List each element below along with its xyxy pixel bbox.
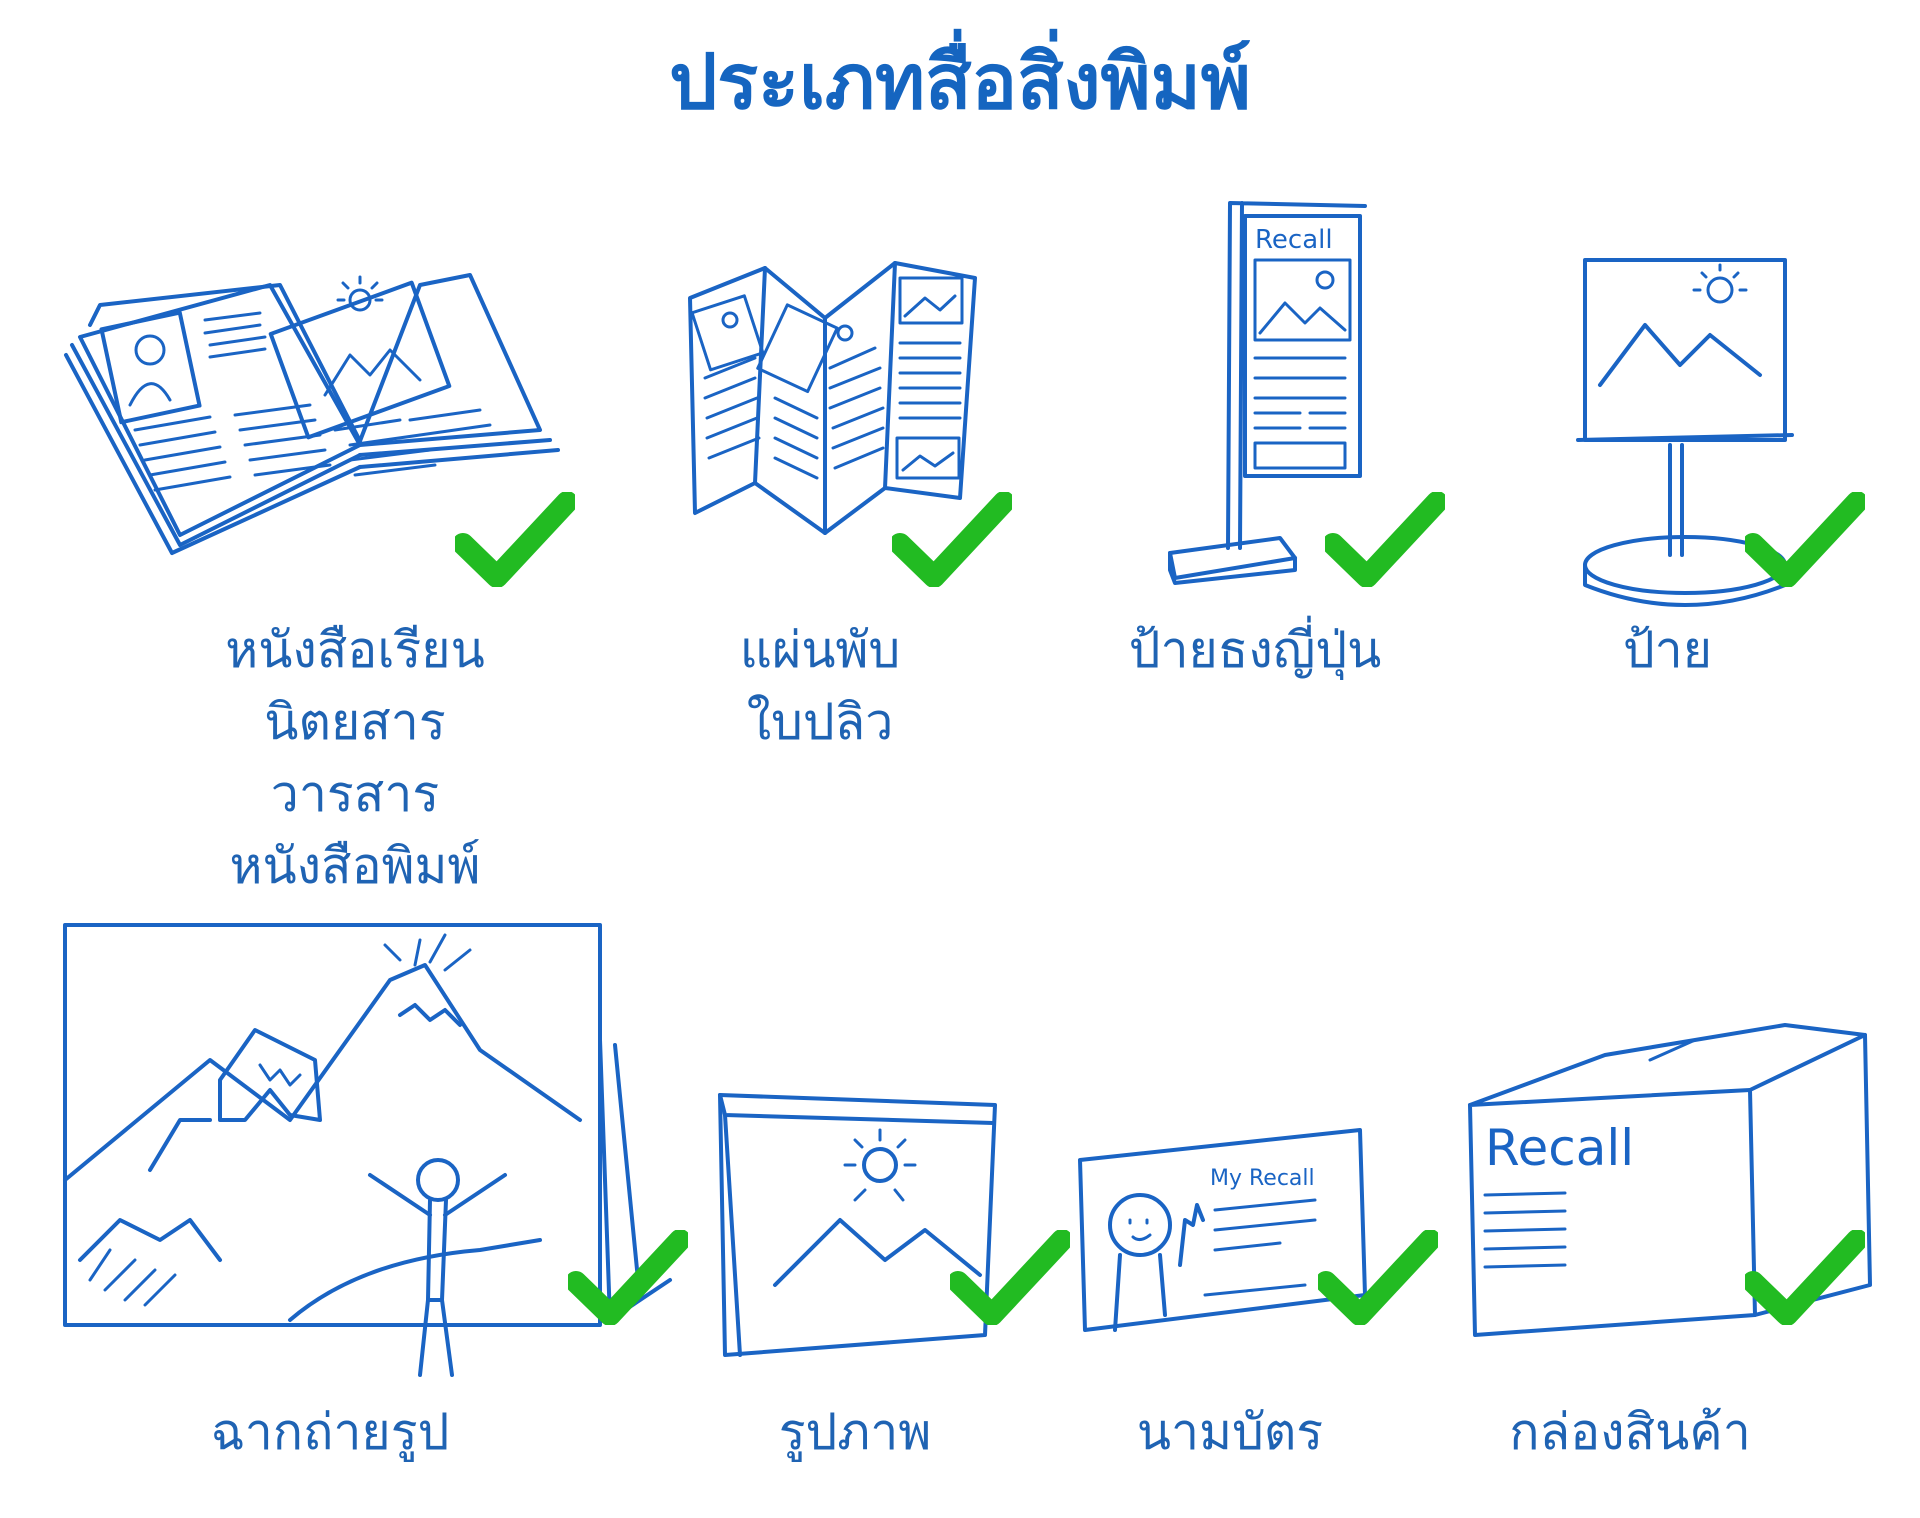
photo-backdrop-icon: [63, 923, 672, 1377]
page-title: ประเภทสื่อสิ่งพิมพ์: [669, 37, 1251, 126]
check-business-card: [1315, 1229, 1441, 1329]
product-box-icon: Recall: [1468, 1023, 1872, 1337]
check-product-box: [1742, 1229, 1868, 1329]
label-line: ฉากถ่ายรูป: [210, 1403, 450, 1461]
check-picture: [947, 1229, 1073, 1329]
banner-text: Recall: [1255, 225, 1333, 255]
checkmark-icon: [565, 1229, 691, 1326]
item-magazine: [60, 245, 580, 555]
item-banner-stand: Recall: [1160, 198, 1375, 585]
check-sign: [1742, 491, 1868, 591]
label-line: วารสาร: [270, 765, 440, 823]
label-line: ป้ายธงญี่ปุ่น: [1128, 621, 1382, 679]
business-card-icon: My Recall: [1078, 1128, 1367, 1332]
label-banner-stand: ป้ายธงญี่ปุ่น: [1090, 614, 1420, 686]
label-line: ใบปลิว: [746, 693, 894, 751]
item-picture: [715, 1085, 1005, 1365]
card-text: My Recall: [1210, 1166, 1315, 1191]
label-line: รูปภาพ: [778, 1403, 932, 1461]
check-magazine: [452, 491, 578, 591]
label-line: หนังสือพิมพ์: [229, 837, 481, 895]
open-magazine-icon: [64, 273, 560, 555]
label-backdrop: ฉากถ่ายรูป: [170, 1396, 490, 1468]
sign-board-icon: [1576, 258, 1794, 607]
check-banner-stand: [1322, 491, 1448, 591]
checkmark-icon: [889, 491, 1015, 588]
label-picture: รูปภาพ: [740, 1396, 970, 1468]
checkmark-icon: [1315, 1229, 1441, 1326]
item-sign: [1570, 255, 1795, 607]
folded-brochure-icon: [688, 261, 977, 535]
checkmark-icon: [452, 491, 578, 588]
box-text: Recall: [1485, 1119, 1634, 1177]
banner-stand-icon: Recall: [1168, 201, 1367, 585]
item-product-box: Recall: [1465, 1015, 1875, 1345]
checkmark-icon: [1742, 1229, 1868, 1326]
item-business-card: My Recall: [1075, 1125, 1375, 1335]
item-backdrop: [60, 920, 680, 1390]
label-magazine: หนังสือเรียน นิตยสาร วารสาร หนังสือพิมพ์: [150, 614, 560, 902]
label-line: นามบัตร: [1136, 1403, 1324, 1461]
label-sign: ป้าย: [1560, 614, 1775, 686]
label-product-box: กล่องสินค้า: [1475, 1396, 1785, 1468]
check-backdrop: [565, 1229, 691, 1329]
label-line: นิตยสาร: [264, 693, 446, 751]
label-line: แผ่นพับ: [739, 621, 901, 679]
label-line: หนังสือเรียน: [225, 621, 485, 679]
checkmark-icon: [947, 1229, 1073, 1326]
check-brochure: [889, 491, 1015, 591]
label-line: กล่องสินค้า: [1509, 1403, 1751, 1461]
label-brochure: แผ่นพับ ใบปลิว: [670, 614, 970, 758]
checkmark-icon: [1742, 491, 1868, 588]
item-brochure: [685, 258, 985, 538]
label-business-card: นามบัตร: [1105, 1396, 1355, 1468]
picture-canvas-icon: [718, 1093, 997, 1357]
checkmark-icon: [1322, 491, 1448, 588]
label-line: ป้าย: [1622, 621, 1713, 679]
